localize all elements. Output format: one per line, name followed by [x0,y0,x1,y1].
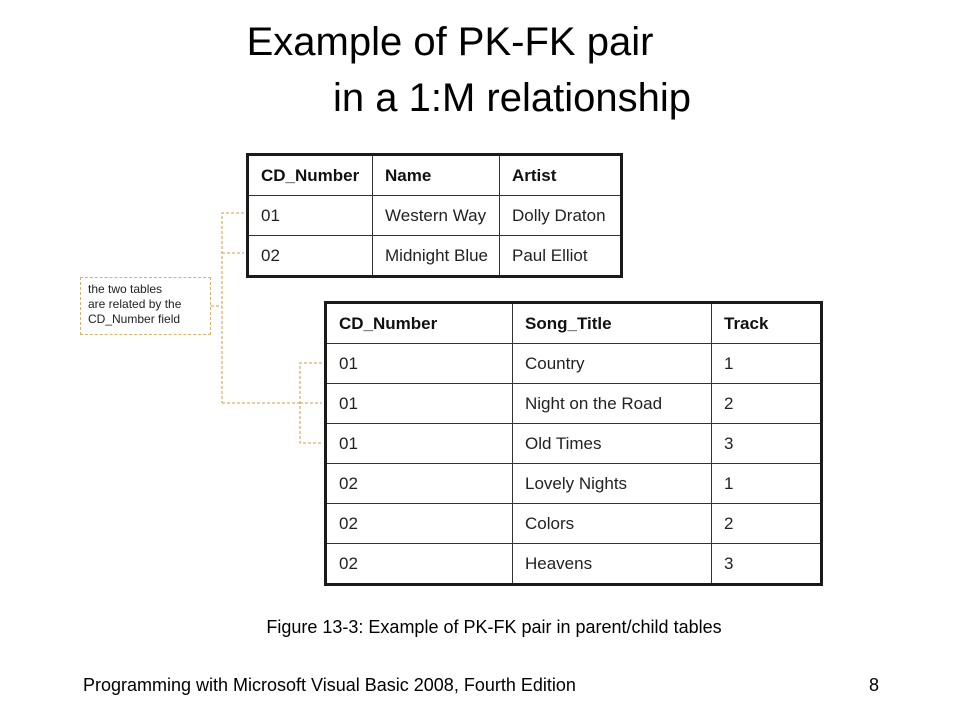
header-cell: Song_Title [512,302,712,344]
cell: 3 [711,423,822,464]
cell: Western Way [372,195,500,236]
relationship-note: the two tables are related by the CD_Num… [80,277,211,335]
cell: 01 [247,195,373,236]
cell: 1 [711,463,822,504]
header-cell: Artist [499,154,622,196]
cell: 02 [325,463,513,504]
table-row: 02 Colors 2 [325,503,822,544]
table-row: 02 Lovely Nights 1 [325,463,822,504]
figure-caption: Figure 13-3: Example of PK-FK pair in pa… [266,617,722,637]
table-row: 01 Night on the Road 2 [325,383,822,424]
table-row: 01 Country 1 [325,343,822,384]
cell: 3 [711,543,822,585]
cell: 01 [325,343,513,384]
cell: 1 [711,343,822,384]
slide-title-line-1: Example of PK-FK pair [246,20,654,64]
cell: 01 [325,423,513,464]
header-cell: CD_Number [325,302,513,344]
parent-bracket-line [221,212,244,403]
header-cell: Track [711,302,822,344]
child-table: CD_Number Song_Title Track 01 Country 1 … [324,301,823,586]
cell: 02 [325,503,513,544]
cell: 2 [711,503,822,544]
cell: Colors [512,503,712,544]
table-row: 02 Midnight Blue Paul Elliot [247,235,622,277]
cell: 01 [325,383,513,424]
page-number: 8 [869,675,880,695]
parent-table-header-row: CD_Number Name Artist [247,154,622,196]
table-row: 01 Old Times 3 [325,423,822,464]
footer-text: Programming with Microsoft Visual Basic … [83,675,576,695]
cell: 02 [325,543,513,585]
table-row: 02 Heavens 3 [325,543,822,585]
slide-title-line-2: in a 1:M relationship [333,76,691,120]
cell: Dolly Draton [499,195,622,236]
cell: 02 [247,235,373,277]
cell: Lovely Nights [512,463,712,504]
parent-table: CD_Number Name Artist 01 Western Way Dol… [246,153,623,278]
cell: Midnight Blue [372,235,500,277]
cell: Old Times [512,423,712,464]
table-row: 01 Western Way Dolly Draton [247,195,622,236]
header-cell: CD_Number [247,154,373,196]
cell: 2 [711,383,822,424]
child-table-header-row: CD_Number Song_Title Track [325,302,822,344]
cell: Heavens [512,543,712,585]
cell: Night on the Road [512,383,712,424]
cell: Paul Elliot [499,235,622,277]
cell: Country [512,343,712,384]
header-cell: Name [372,154,500,196]
